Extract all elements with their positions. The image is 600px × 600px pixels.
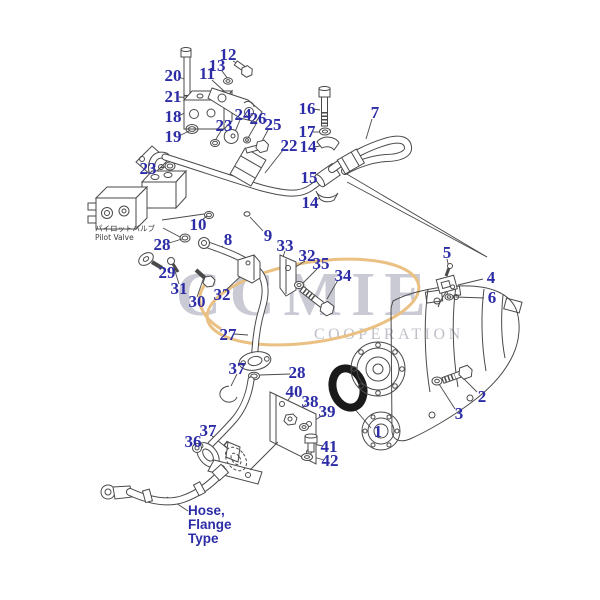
- part-label-24: 24: [234, 105, 252, 124]
- part-label-23a: 23: [215, 116, 233, 135]
- part-clamp-14-lower: [315, 190, 339, 203]
- part-bracket-4: [435, 274, 458, 294]
- part-label-14a: 14: [299, 137, 317, 156]
- part-bolt-41: [304, 433, 318, 453]
- part-bolt-12: [233, 60, 253, 78]
- part-label-21: 21: [164, 87, 182, 106]
- part-label-4: 4: [486, 268, 496, 287]
- part-label-14b: 14: [301, 193, 319, 212]
- part-clamp-32-left: [237, 254, 261, 284]
- part-hose-7: [328, 135, 412, 175]
- pump-assembly: [350, 285, 523, 451]
- watermark-swoosh-icon: [198, 257, 421, 347]
- part-label-23b: 23: [139, 159, 157, 178]
- part-label-32b: 32: [298, 246, 316, 265]
- part-label-36: 36: [184, 432, 202, 451]
- part-label-6: 6: [487, 288, 497, 307]
- part-washer-39: [299, 423, 309, 431]
- part-label-11: 11: [198, 64, 216, 83]
- part-label-39: 39: [318, 402, 336, 421]
- part-label-42: 42: [321, 451, 339, 470]
- part-label-34: 34: [334, 266, 352, 285]
- part-label-41: 41: [320, 437, 338, 456]
- hose-flange-type-note: Hose, Flange Type: [188, 503, 232, 546]
- watermark-subtitle: COOPERATION: [314, 326, 464, 343]
- part-bolt-2: [441, 364, 473, 384]
- part-bolt-5: [444, 263, 453, 277]
- part-label-8: 8: [223, 230, 233, 249]
- part-label-33: 33: [276, 236, 294, 255]
- part-clamp-14-upper: [316, 136, 340, 151]
- part-label-17: 17: [298, 122, 316, 141]
- part-bracket-11: [207, 87, 263, 123]
- part-oring-28-upper: [179, 233, 191, 243]
- part-washer-26: [243, 136, 251, 144]
- part-label-10: 10: [189, 215, 207, 234]
- part-tube-36: [192, 376, 255, 468]
- part-label-22: 22: [280, 136, 298, 155]
- part-label-9: 9: [263, 226, 273, 245]
- part-label-27: 27: [219, 325, 237, 344]
- watermark-brand: CCMIE: [176, 261, 435, 329]
- part-elbow-24: [223, 129, 239, 144]
- part-label-40: 40: [285, 382, 303, 401]
- part-bolt-30: [194, 268, 216, 288]
- part-label-37b: 37: [199, 421, 217, 440]
- part-label-35: 35: [312, 254, 330, 273]
- part-label-26: 26: [249, 109, 267, 128]
- part-label-1: 1: [373, 422, 383, 441]
- part-label-3: 3: [454, 404, 464, 423]
- part-elbow-29: [138, 252, 164, 270]
- part-washer-3: [431, 376, 443, 386]
- part-bracket-40: [207, 391, 317, 485]
- part-nut-38: [283, 413, 298, 426]
- part-clamp-33-32: [279, 254, 297, 297]
- part-label-16: 16: [298, 99, 316, 118]
- part-bolt-31: [167, 257, 180, 273]
- part-bolt-16: [318, 86, 331, 127]
- part-label-7: 7: [370, 103, 380, 122]
- part-label-20: 20: [164, 66, 182, 85]
- part-washer-17: [319, 127, 331, 136]
- pilot-valve-assembly: [87, 169, 188, 231]
- pilot-valve-label-jp: パイロットバルブ: [95, 224, 155, 233]
- part-label-15: 15: [300, 168, 318, 187]
- part-bolt-34: [299, 285, 335, 317]
- part-washer-13: [223, 77, 233, 85]
- part-label-5: 5: [442, 243, 452, 262]
- part-washer-35: [294, 281, 304, 289]
- part-label-37a: 37: [228, 359, 246, 378]
- part-hook-clamp-37: [219, 385, 238, 403]
- part-tube-8-27: [198, 237, 272, 371]
- part-label-28a: 28: [153, 235, 171, 254]
- part-oring-19: [185, 124, 199, 134]
- part-grommet-6: [444, 293, 454, 301]
- part-nut-42: [301, 453, 313, 461]
- part-label-12: 12: [219, 45, 237, 64]
- part-label-30: 30: [188, 292, 206, 311]
- part-oring-10: [204, 211, 214, 219]
- part-label-13: 13: [208, 56, 226, 75]
- pilot-valve-label: パイロットバルブ Pilot Valve: [95, 224, 155, 242]
- part-label-32a: 32: [213, 285, 231, 304]
- part-label-18: 18: [164, 107, 182, 126]
- part-label-28b: 28: [288, 363, 306, 382]
- part-label-19: 19: [164, 127, 182, 146]
- part-oring-23-top: [210, 139, 220, 147]
- part-label-38: 38: [301, 392, 319, 411]
- part-label-2: 2: [477, 387, 487, 406]
- hose-flange-type: [100, 446, 248, 506]
- part-label-25: 25: [264, 115, 282, 134]
- part-label-31: 31: [170, 279, 188, 298]
- pilot-valve-label-en: Pilot Valve: [95, 233, 134, 242]
- part-bolt-25: [245, 139, 270, 154]
- part-label-29: 29: [158, 263, 176, 282]
- part-grommet-9: [243, 211, 251, 217]
